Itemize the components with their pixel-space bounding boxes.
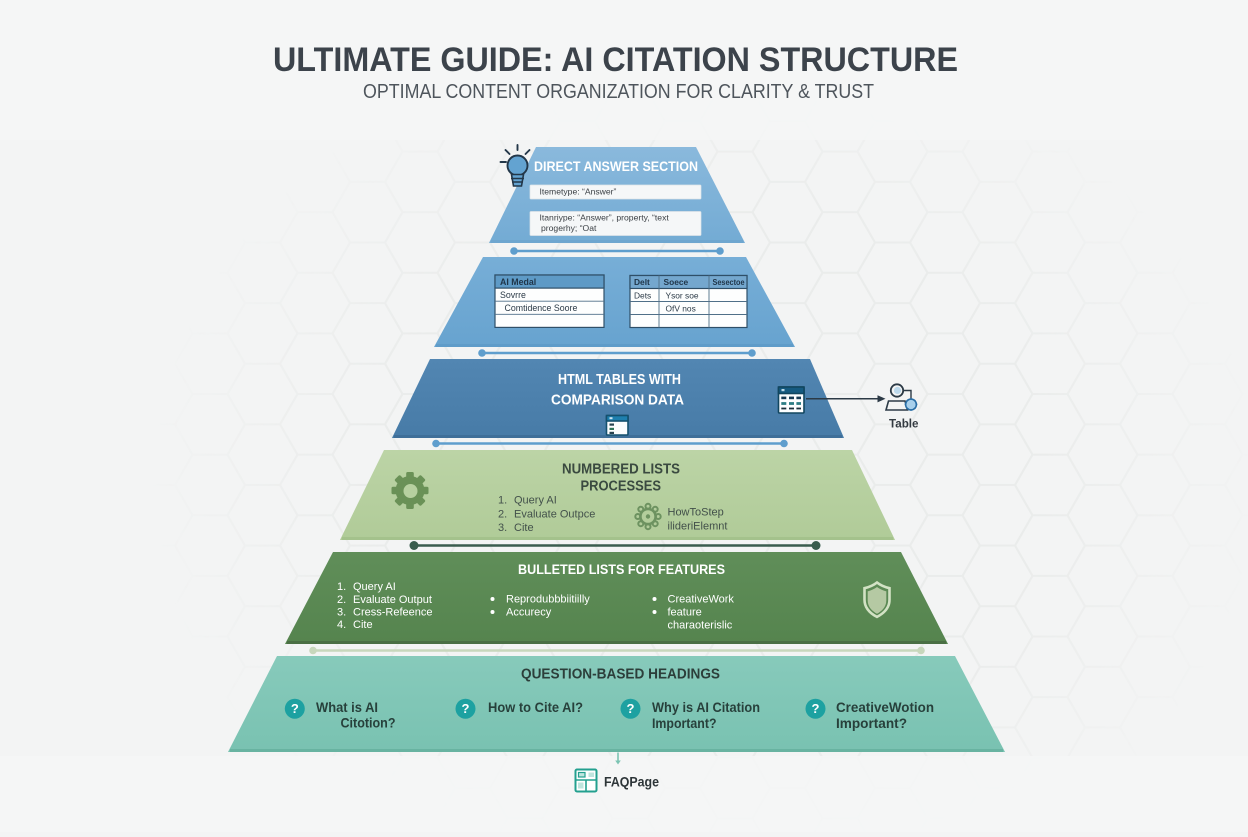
- svg-text:BULLETED LISTS FOR FEATURES: BULLETED LISTS FOR FEATURES: [518, 562, 725, 578]
- svg-text:Important?: Important?: [836, 716, 907, 731]
- svg-text:Evaluate Output: Evaluate Output: [353, 594, 432, 606]
- svg-text:ilideriElemnt: ilideriElemnt: [668, 521, 728, 533]
- svg-text:?: ?: [627, 701, 635, 716]
- svg-text:Accurecy: Accurecy: [506, 607, 552, 619]
- svg-text:?: ?: [812, 701, 820, 716]
- svg-text:CreativeWotion: CreativeWotion: [836, 700, 934, 715]
- svg-text:2.: 2.: [498, 509, 507, 521]
- svg-text:PROCESSES: PROCESSES: [581, 479, 662, 495]
- svg-text:Itemetype: “Answer”: Itemetype: “Answer”: [540, 187, 617, 197]
- svg-text:?: ?: [462, 701, 470, 716]
- svg-text:Query AI: Query AI: [514, 495, 557, 507]
- svg-text:Cress-Refeence: Cress-Refeence: [353, 607, 432, 619]
- svg-text:3.: 3.: [337, 607, 346, 619]
- svg-text:Cite: Cite: [353, 619, 373, 631]
- svg-text:COMPARISON DATA: COMPARISON DATA: [551, 392, 684, 409]
- svg-text:HTML TABLES WITH: HTML TABLES WITH: [558, 371, 681, 388]
- svg-text:Itanriype: “Answer”, property,: Itanriype: “Answer”, property, “text: [540, 213, 670, 223]
- svg-text:ULTIMATE GUIDE: AI CITATION ST: ULTIMATE GUIDE: AI CITATION STRUCTURE: [273, 41, 958, 79]
- svg-text:Dets: Dets: [634, 290, 651, 300]
- svg-text:feature: feature: [668, 607, 702, 619]
- svg-text:Ysor soe: Ysor soe: [666, 290, 699, 300]
- svg-text:NUMBERED LISTS: NUMBERED LISTS: [562, 462, 680, 478]
- svg-text:HowToStep: HowToStep: [668, 507, 724, 519]
- svg-text:progerhy; “Oat: progerhy; “Oat: [541, 223, 597, 233]
- svg-text:OfV nos: OfV nos: [666, 303, 696, 313]
- svg-text:Why is AI Citation: Why is AI Citation: [652, 700, 760, 715]
- svg-text:OPTIMAL CONTENT ORGANIZATION F: OPTIMAL CONTENT ORGANIZATION FOR CLARITY…: [363, 80, 874, 103]
- svg-text:Citotion?: Citotion?: [341, 716, 396, 731]
- svg-text:1.: 1.: [498, 495, 507, 507]
- svg-text:Cite: Cite: [514, 522, 534, 534]
- svg-text:2.: 2.: [337, 594, 346, 606]
- svg-text:charaoterislic: charaoterislic: [668, 620, 733, 632]
- svg-text:Soece: Soece: [664, 277, 689, 287]
- svg-text:Reprodubbbiitiilly: Reprodubbbiitiilly: [506, 594, 590, 606]
- svg-text:QUESTION-BASED HEADINGS: QUESTION-BASED HEADINGS: [521, 667, 720, 683]
- svg-text:CreativeWork: CreativeWork: [668, 594, 735, 606]
- svg-text:1.: 1.: [337, 581, 346, 593]
- svg-text:Delt: Delt: [634, 277, 650, 287]
- svg-text:How to Cite AI?: How to Cite AI?: [488, 700, 583, 715]
- svg-text:DIRECT ANSWER SECTION: DIRECT ANSWER SECTION: [534, 158, 698, 174]
- svg-text:FAQPage: FAQPage: [604, 775, 659, 790]
- svg-text:4.: 4.: [337, 619, 346, 631]
- svg-text:Comtidence Soore: Comtidence Soore: [505, 303, 578, 313]
- svg-text:AI Medal: AI Medal: [500, 277, 536, 287]
- svg-text:3.: 3.: [498, 522, 507, 534]
- svg-text:Sovrre: Sovrre: [500, 290, 526, 300]
- svg-text:Important?: Important?: [652, 716, 717, 731]
- svg-text:?: ?: [291, 701, 299, 716]
- svg-text:Table: Table: [889, 419, 919, 431]
- svg-text:What is AI: What is AI: [316, 700, 378, 715]
- svg-text:Query AI: Query AI: [353, 581, 396, 593]
- svg-text:Sesectoe: Sesectoe: [713, 277, 745, 287]
- svg-text:Evaluate Outpce: Evaluate Outpce: [514, 509, 595, 521]
